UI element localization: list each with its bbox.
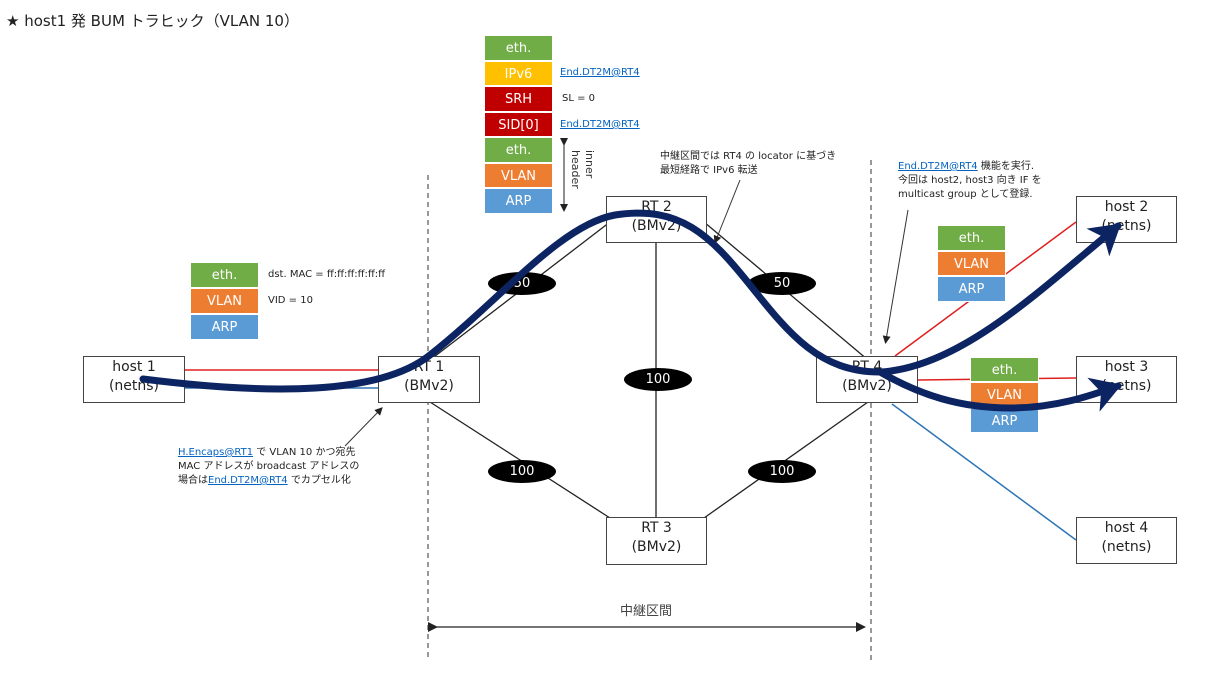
pkt-transit-arp: ARP [484, 188, 553, 214]
rt1-name: RT 1 [413, 359, 445, 375]
host2-node[interactable]: host 2 (netns) [1076, 196, 1177, 243]
pkt-host3-vlan: VLAN [970, 382, 1039, 408]
rt4-note: End.DT2M@RT4 機能を実行. 今回は host2, host3 向き … [898, 160, 1042, 202]
host3-name: host 3 [1104, 359, 1149, 375]
rt1-node[interactable]: RT 1 (BMv2) [378, 356, 480, 403]
rt2-name: RT 2 [641, 199, 672, 215]
host1-sub: (netns) [108, 378, 160, 394]
transit-note-line1: 中継区間では RT4 の locator に基づき [660, 151, 837, 162]
rt4-note-line1-text: 機能を実行. [977, 161, 1035, 172]
host3-node[interactable]: host 3 (netns) [1076, 356, 1177, 403]
pkt-transit-sid-note[interactable]: End.DT2M@RT4 [560, 119, 640, 130]
rt4-sub: (BMv2) [842, 378, 892, 394]
pkt-host2-vlan: VLAN [937, 251, 1006, 276]
page-title: ★ host1 発 BUM トラヒック（VLAN 10） [6, 12, 299, 30]
rt4-note-line2: 今回は host2, host3 向き IF を [898, 175, 1042, 186]
pkt-host1-eth: eth. [190, 262, 259, 288]
leader-transit-note [713, 179, 741, 244]
cost-rt2-rt4: 50 [748, 272, 816, 295]
rt1-note-link2[interactable]: End.DT2M@RT4 [208, 475, 288, 486]
pkt-host1-arp: ARP [190, 314, 259, 340]
pkt-host3-eth: eth. [970, 357, 1039, 382]
pkt-transit-eth-inner: eth. [484, 137, 553, 163]
pkt-host1-vlan-note: VID = 10 [268, 295, 313, 306]
rt4-note-line1: End.DT2M@RT4 機能を実行. [898, 160, 1042, 174]
pkt-host1-eth-note: dst. MAC = ff:ff:ff:ff:ff:ff [268, 269, 386, 280]
inner-header-label: inner header [569, 150, 596, 189]
rt3-sub: (BMv2) [631, 539, 682, 555]
rt4-name: RT 4 [851, 359, 883, 375]
pkt-transit-ipv6: IPv6 [484, 61, 553, 86]
rt1-note-line3: 場合はEnd.DT2M@RT4 でカプセル化 [178, 474, 359, 488]
rt1-note-line1: H.Encaps@RT1 で VLAN 10 かつ宛先 [178, 446, 359, 460]
rt1-sub: (BMv2) [404, 378, 454, 394]
rt4-node[interactable]: RT 4 (BMv2) [816, 356, 918, 403]
pkt-host2-eth: eth. [937, 225, 1006, 251]
host1-name: host 1 [112, 359, 156, 375]
leader-rt1-note [344, 407, 383, 447]
rt1-note-line3-pre: 場合は [178, 475, 208, 486]
host4-node[interactable]: host 4 (netns) [1076, 517, 1177, 564]
rt2-node[interactable]: RT 2 (BMv2) [606, 196, 707, 243]
pkt-transit-srh: SRH [484, 86, 553, 112]
rt3-node[interactable]: RT 3 (BMv2) [606, 517, 707, 565]
host4-name: host 4 [1104, 520, 1149, 536]
leader-rt4-note [882, 209, 909, 344]
rt3-name: RT 3 [641, 520, 672, 536]
rt1-note-line3-text: でカプセル化 [287, 475, 351, 486]
rt2-sub: (BMv2) [631, 218, 682, 234]
pkt-host2-arp: ARP [937, 276, 1006, 302]
pkt-transit-vlan: VLAN [484, 163, 553, 188]
host4-sub: (netns) [1101, 539, 1152, 555]
pkt-host1-vlan: VLAN [190, 288, 259, 314]
rt1-note: H.Encaps@RT1 で VLAN 10 かつ宛先 MAC アドレスが br… [178, 446, 359, 488]
pkt-host3-arp: ARP [970, 408, 1039, 433]
pkt-transit-ipv6-note[interactable]: End.DT2M@RT4 [560, 67, 640, 78]
pkt-transit-eth-outer: eth. [484, 35, 553, 61]
pkt-transit-srh-note: SL = 0 [562, 93, 596, 104]
host2-name: host 2 [1104, 199, 1149, 215]
span-label: 中継区間 [620, 604, 673, 619]
rt1-note-line1-text: で VLAN 10 かつ宛先 [253, 447, 356, 458]
rt4-note-link[interactable]: End.DT2M@RT4 [898, 161, 978, 172]
cost-rt2-rt3: 100 [624, 368, 692, 391]
pkt-transit-sid: SID[0] [484, 112, 553, 137]
host2-sub: (netns) [1101, 218, 1152, 234]
cost-rt1-rt2: 50 [488, 272, 556, 295]
link-rt4-host4 [891, 403, 1077, 541]
transit-note: 中継区間では RT4 の locator に基づき 最短経路で IPv6 転送 [660, 150, 836, 178]
host1-node[interactable]: host 1 (netns) [83, 356, 185, 403]
host3-sub: (netns) [1101, 378, 1152, 394]
rt1-note-link1[interactable]: H.Encaps@RT1 [178, 447, 254, 458]
rt1-note-line2: MAC アドレスが broadcast アドレスの [178, 461, 360, 472]
rt4-note-line3: multicast group として登録. [898, 189, 1033, 200]
cost-rt1-rt3: 100 [488, 460, 556, 483]
cost-rt3-rt4: 100 [748, 460, 816, 483]
transit-note-line2: 最短経路で IPv6 転送 [660, 165, 758, 176]
